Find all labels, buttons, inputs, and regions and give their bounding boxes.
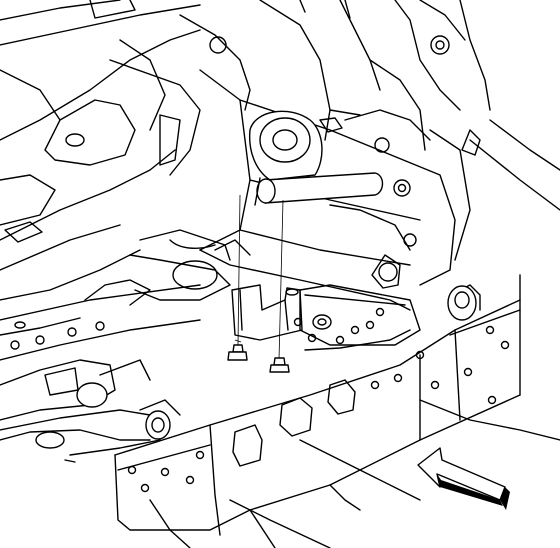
- upper-right-structure: [259, 0, 560, 211]
- bushing: [248, 110, 343, 181]
- crossmember-right: [293, 284, 421, 351]
- bolt-right: [269, 199, 290, 373]
- lower-arm: [0, 359, 161, 463]
- mount-rod: [254, 172, 384, 206]
- direction-arrow-icon: [417, 447, 510, 510]
- frame-rail: [114, 274, 521, 548]
- crossmember: [0, 229, 231, 361]
- left-bushing: [139, 399, 181, 440]
- upper-left-structure: [0, 0, 251, 301]
- bolt-left: [227, 194, 248, 361]
- floor-lines: [229, 399, 560, 548]
- lower-bracket: [231, 284, 303, 341]
